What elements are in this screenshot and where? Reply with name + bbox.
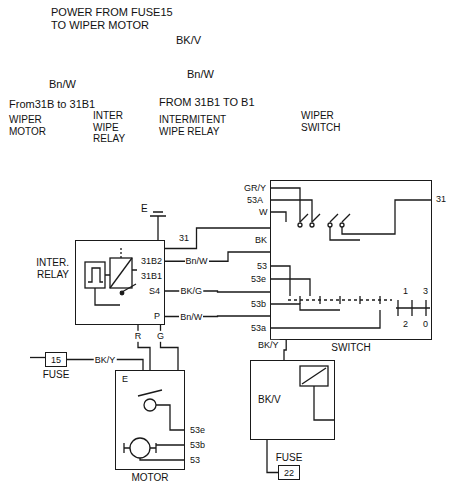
- component-box: BK/V: [250, 360, 335, 440]
- wire-line: [120, 248, 121, 258]
- pin-name: 53: [189, 455, 201, 465]
- component-symbol: [300, 366, 328, 386]
- note-text: WIPER SWITCH: [300, 110, 352, 133]
- note-text: INTERMITENT WIPE RELAY: [158, 114, 250, 137]
- switch-box: SWITCH: [270, 180, 432, 340]
- wire-line: [95, 270, 137, 305]
- wire-color: R: [134, 331, 143, 341]
- wire-line: [300, 296, 380, 304]
- terminal-symbol: [310, 223, 314, 227]
- pin-name: 53e: [250, 274, 267, 284]
- component-symbol: [85, 262, 105, 288]
- wire-line: [300, 214, 350, 222]
- switch-position: 1: [402, 286, 409, 296]
- component-name: 22: [283, 467, 295, 477]
- wire-line: [110, 258, 132, 288]
- wire-color: BK/Y: [94, 354, 117, 364]
- terminal-name: E: [140, 203, 149, 215]
- relay-box: INTER. RELAY: [75, 240, 165, 325]
- wire-line: [396, 300, 430, 316]
- wire-line: [124, 443, 156, 453]
- terminal-name: E: [121, 374, 129, 384]
- terminal-symbol: [340, 223, 344, 227]
- note-text: From31B to 31B1: [8, 98, 96, 111]
- component-name: INTER. RELAY: [10, 257, 70, 280]
- pin-name: 53A: [246, 195, 264, 205]
- wire-color: Bn/W: [186, 68, 215, 81]
- wire-line: [150, 212, 166, 240]
- wire-connector: [165, 228, 270, 249]
- terminal-symbol: [298, 223, 302, 227]
- terminal-symbol: [144, 399, 156, 411]
- wire-connector: [284, 340, 286, 360]
- wire-color: Bn/W: [48, 78, 77, 91]
- wire-line: [122, 284, 136, 292]
- note-text: POWER FROM FUSE15 TO WIPER MOTOR: [50, 6, 182, 31]
- note-text: INTER WIPE RELAY: [92, 110, 136, 145]
- terminal-name: 31: [435, 194, 447, 204]
- wire-connector: [165, 252, 270, 261]
- wire-line: [302, 368, 326, 384]
- wire-line: [138, 390, 162, 396]
- component-name: BK/V: [257, 394, 282, 406]
- wire-color: W: [258, 207, 269, 217]
- fuse-box: 22FUSE: [278, 465, 300, 480]
- pin-name: 53b: [189, 440, 206, 450]
- pin-name: 31B2: [140, 256, 163, 266]
- pin-name: P: [153, 311, 161, 321]
- wire-line: [330, 200, 432, 240]
- wire-color: Bn/W: [179, 311, 203, 321]
- wire-color: BK/Y: [257, 340, 280, 350]
- component-symbol: [110, 258, 132, 288]
- wire-color: BK: [254, 235, 268, 245]
- motor-box: MOTOR: [115, 370, 185, 470]
- wire-line: [30, 357, 45, 358]
- switch-position: 3: [422, 286, 429, 296]
- wire-line: [140, 405, 185, 460]
- pin-name: S4: [148, 286, 161, 296]
- note-text: FROM 31B1 TO B1: [158, 96, 256, 109]
- wire-color: G: [156, 331, 165, 341]
- pin-name: 53e: [189, 425, 206, 435]
- wire-color: GR/Y: [243, 183, 267, 193]
- component-name: 15: [50, 354, 62, 364]
- terminal-symbol: [130, 438, 150, 458]
- component-label: FUSE: [42, 369, 71, 381]
- component-name: MOTOR: [130, 472, 169, 484]
- switch-position: 0: [422, 319, 429, 329]
- note-text: WIPER MOTOR: [8, 114, 55, 137]
- wire-color: BK/V: [175, 34, 202, 47]
- component-name: SWITCH: [330, 342, 371, 354]
- pin-name: 31B1: [140, 271, 163, 281]
- component-label: FUSE: [275, 452, 304, 464]
- wire-line: [314, 386, 335, 420]
- terminal-name: 31: [178, 233, 190, 243]
- fuse-box: 15FUSE: [45, 352, 67, 367]
- wire-color: Bn/W: [184, 256, 208, 266]
- pin-name: 53: [256, 261, 268, 271]
- pin-name: 53b: [250, 299, 267, 309]
- terminal-symbol: [328, 223, 332, 227]
- wire-line: [88, 268, 103, 282]
- terminal-symbol: [120, 291, 124, 295]
- wire-color: BK/G: [179, 286, 203, 296]
- pin-name: 53a: [250, 323, 267, 333]
- switch-position: 2: [402, 319, 409, 329]
- wire-line: [270, 266, 380, 328]
